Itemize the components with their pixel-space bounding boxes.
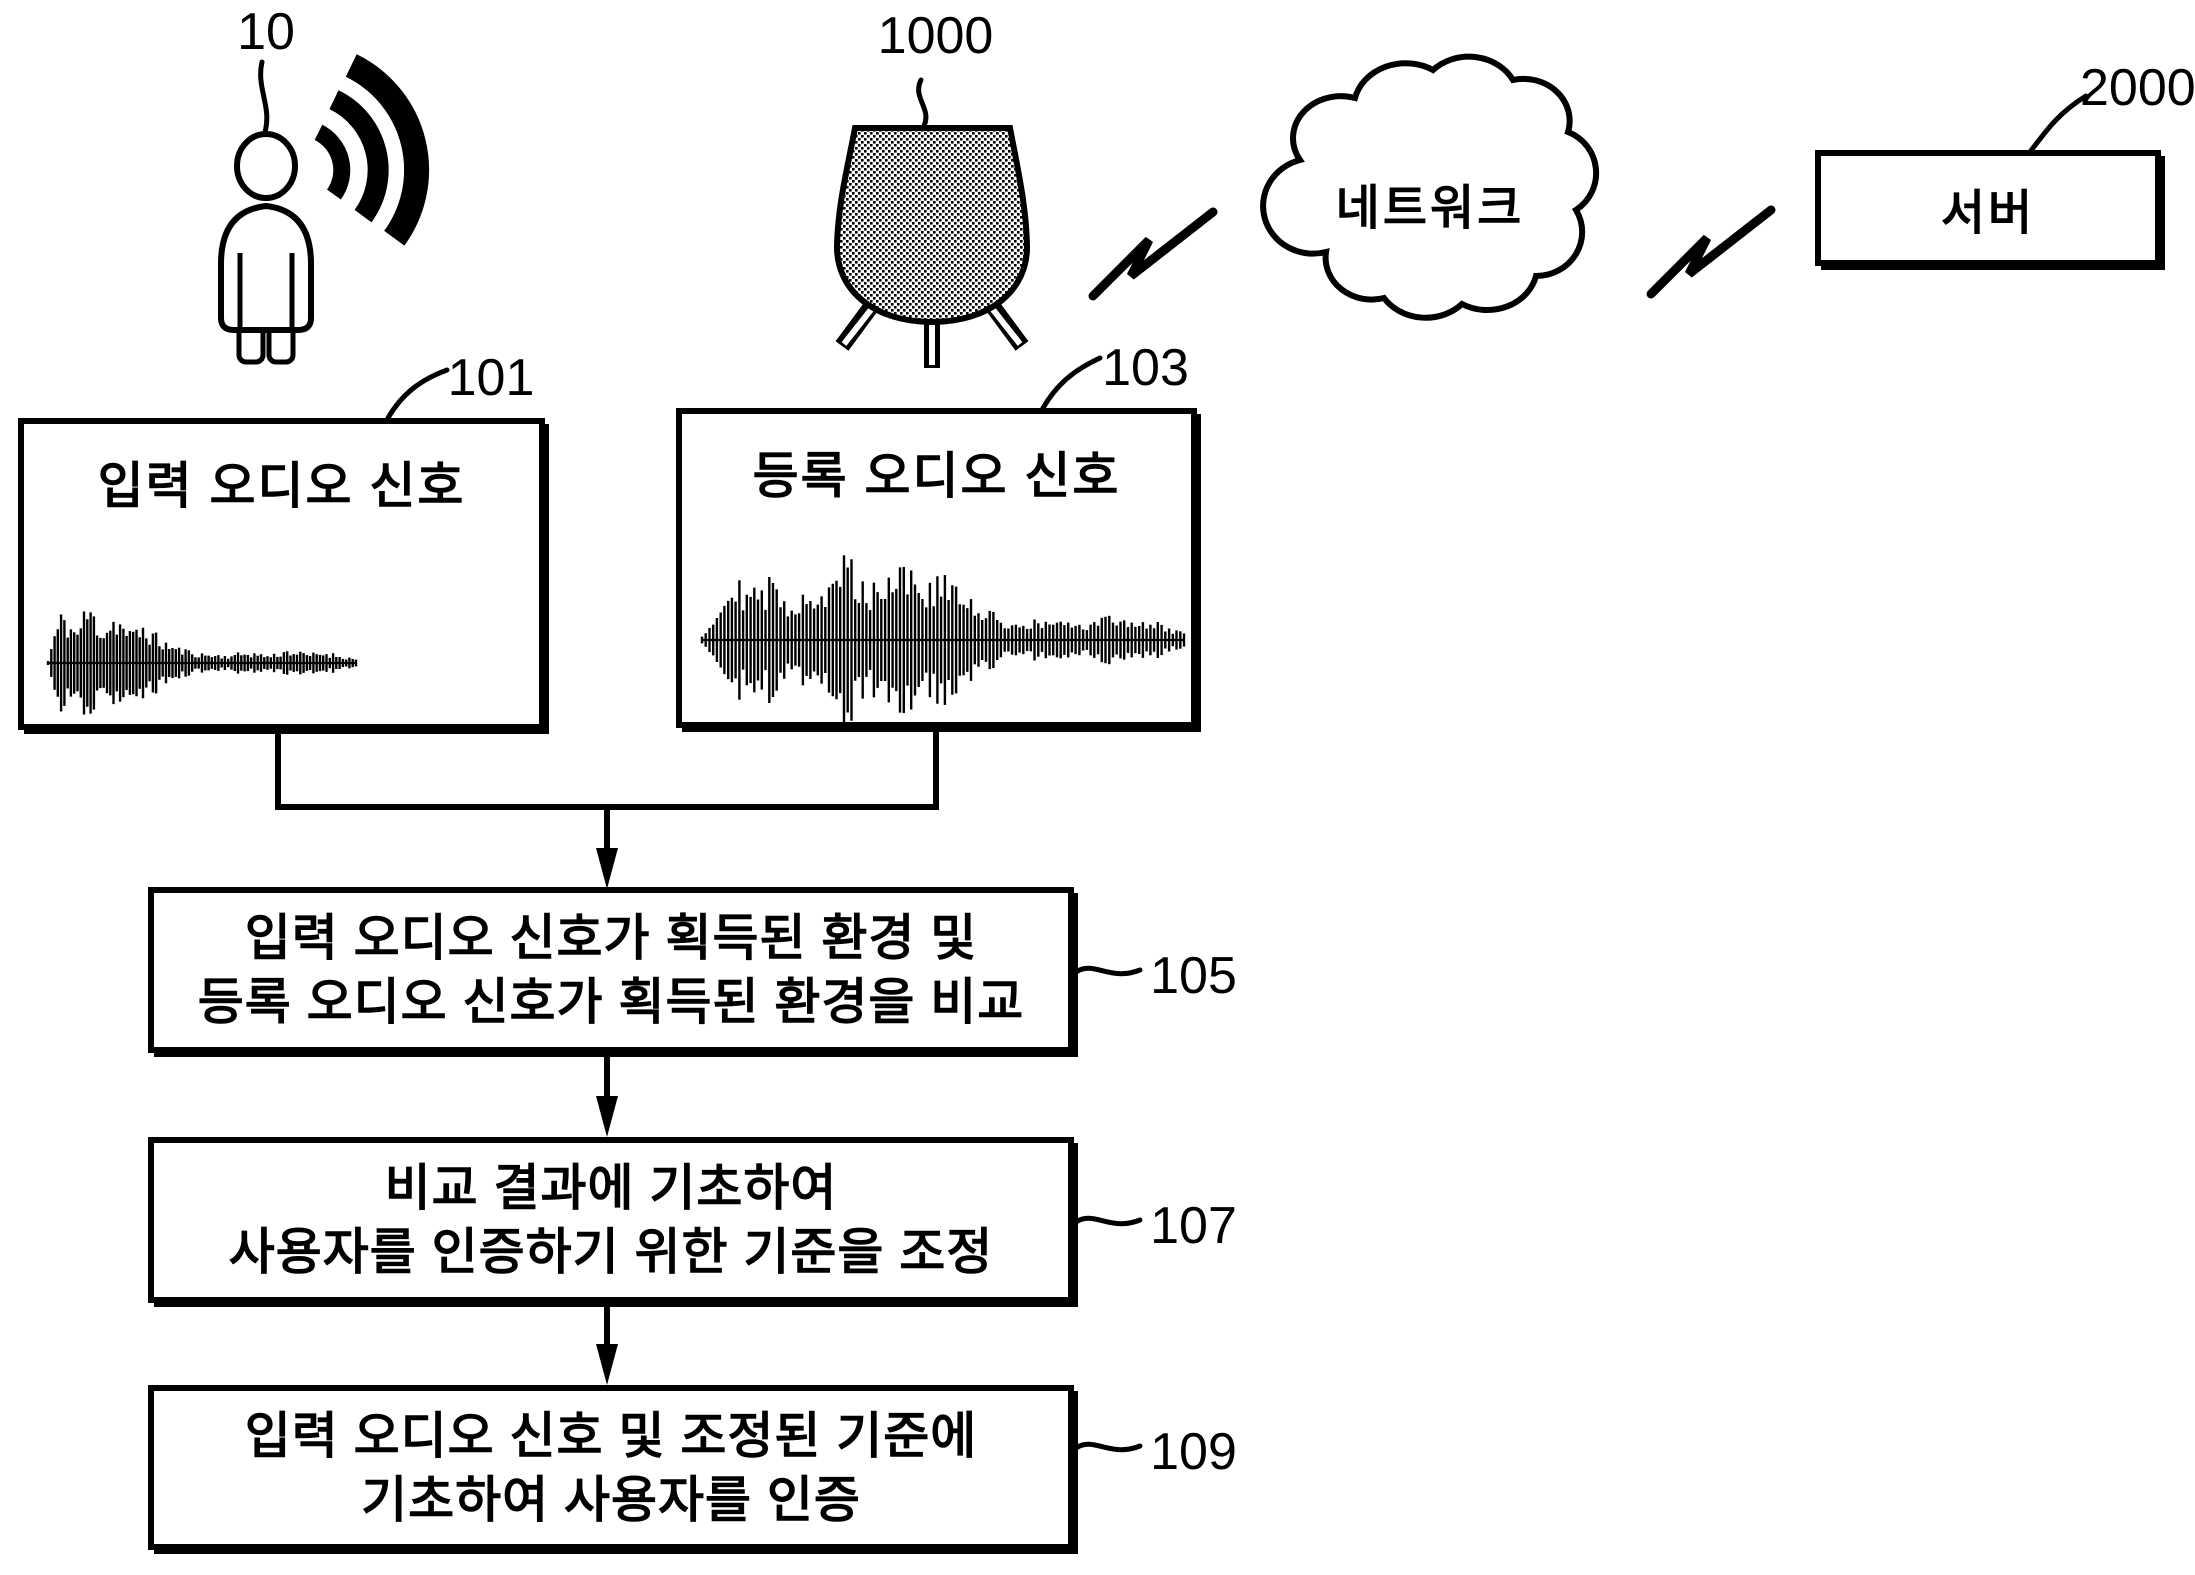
arrow-head — [596, 848, 618, 889]
step-text-line: 사용자를 인증하기 위한 기준을 조정 — [228, 1224, 994, 1280]
sound-waves-icon — [314, 54, 430, 246]
merge-connector — [275, 724, 939, 810]
leader-107 — [1073, 1215, 1143, 1227]
lightning-icon — [1088, 207, 1218, 301]
step-text-line: 입력 오디오 신호가 획득된 환경 및 — [244, 910, 978, 966]
ref-server: 2000 — [2080, 59, 2195, 117]
step-box-compare: 입력 오디오 신호가 획득된 환경 및 등록 오디오 신호가 획득된 환경을 비… — [148, 887, 1074, 1053]
lightning-icon — [1646, 205, 1776, 299]
leader-10 — [258, 59, 270, 135]
ref-step-109: 109 — [1150, 1423, 1237, 1481]
server-label: 서버 — [1940, 187, 2036, 240]
person-icon — [218, 131, 314, 365]
registered-waveform — [700, 555, 1186, 722]
leader-103 — [1040, 355, 1103, 411]
leader-101 — [385, 367, 450, 421]
leader-1000 — [916, 77, 929, 129]
step-text-line: 기초하여 사용자를 인증 — [361, 1471, 861, 1528]
leader-109 — [1073, 1441, 1143, 1453]
leader-2000 — [2027, 93, 2089, 155]
ref-input: 101 — [447, 349, 535, 407]
ref-user: 10 — [237, 3, 295, 61]
leader-105 — [1073, 965, 1143, 977]
arrow-head — [596, 1096, 618, 1137]
ref-step-105: 105 — [1150, 947, 1237, 1005]
step-box-adjust: 비교 결과에 기초하여 사용자를 인증하기 위한 기준을 조정 — [148, 1137, 1074, 1303]
cloud-icon — [1260, 53, 1600, 321]
registered-audio-box: 등록 오디오 신호 — [676, 408, 1197, 728]
step-text-line: 등록 오디오 신호가 획득된 환경을 비교 — [197, 974, 1025, 1030]
ref-step-107: 107 — [1150, 1197, 1237, 1255]
input-waveform — [46, 611, 358, 715]
step-text-line: 비교 결과에 기초하여 — [384, 1160, 838, 1216]
speaker-device-icon — [833, 125, 1031, 368]
arrow-head — [596, 1344, 618, 1385]
registered-audio-title: 등록 오디오 신호 — [752, 448, 1121, 504]
network-label: 네트워크 — [1335, 182, 1525, 235]
input-audio-title: 입력 오디오 신호 — [97, 458, 466, 514]
ref-registered: 103 — [1102, 339, 1189, 397]
step-text-line: 입력 오디오 신호 및 조정된 기준에 — [244, 1407, 978, 1464]
input-audio-box: 입력 오디오 신호 — [18, 418, 545, 730]
ref-device: 1000 — [877, 7, 994, 65]
step-box-authenticate: 입력 오디오 신호 및 조정된 기준에 기초하여 사용자를 인증 — [148, 1385, 1074, 1550]
server-box: 서버 — [1815, 150, 2161, 266]
